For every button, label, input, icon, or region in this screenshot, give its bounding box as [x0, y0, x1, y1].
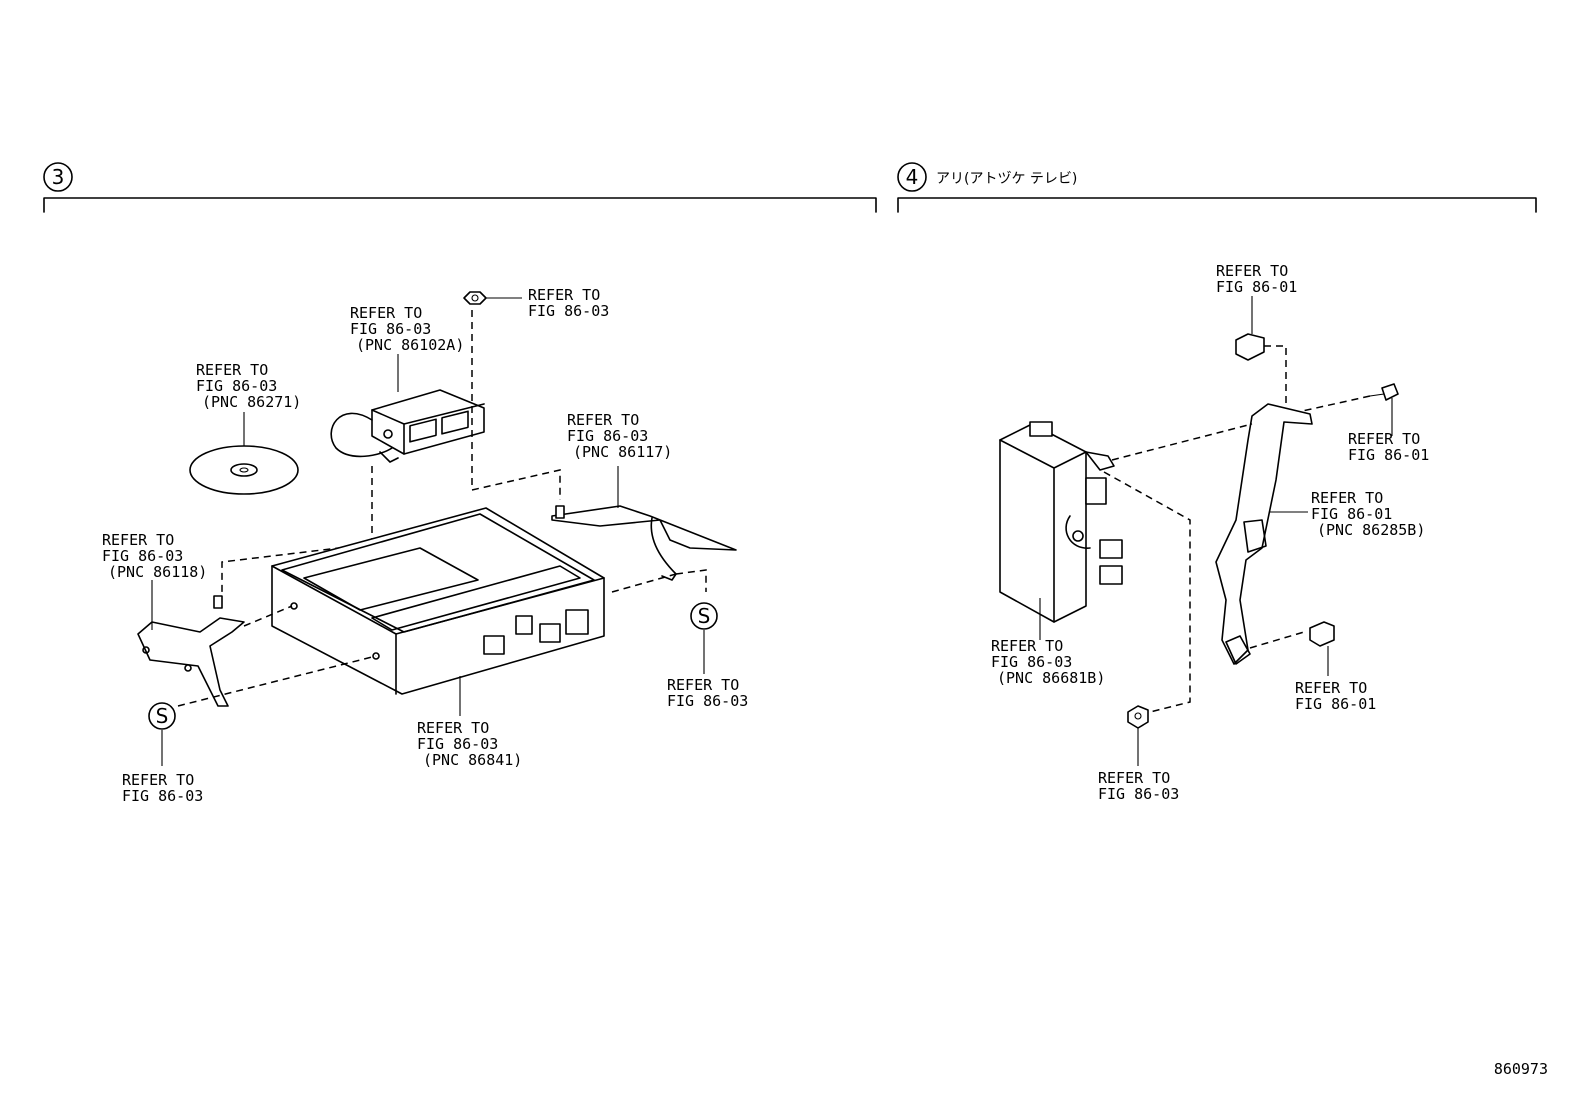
label-line: REFER TO	[102, 531, 174, 549]
label-line: (PNC 86118)	[108, 563, 207, 581]
r4-bracket	[1215, 403, 1313, 665]
section-3-number: 3	[52, 165, 65, 189]
label-line: REFER TO	[1348, 430, 1420, 448]
s-mark-right-circle	[690, 602, 718, 630]
label-screw-right: REFER TO FIG 86-03	[667, 676, 748, 710]
label-r4-bolt-top: REFER TO FIG 86-01	[1348, 430, 1429, 464]
label-r4-bracket: REFER TO FIG 86-01 (PNC 86285B)	[1311, 489, 1425, 539]
section-4-bracket	[897, 197, 1537, 213]
label-line: REFER TO	[991, 637, 1063, 655]
left-bracket	[137, 580, 377, 707]
right-bracket	[551, 466, 737, 593]
label-line: (PNC 86102A)	[356, 336, 464, 354]
label-line: REFER TO	[1311, 489, 1383, 507]
section-4-title: アリ(アトヅケ テレビ)	[936, 171, 1077, 187]
label-line: FIG 86-03	[567, 427, 648, 445]
r4-top-nut	[1235, 296, 1287, 406]
label-line: FIG 86-01	[1311, 505, 1392, 523]
label-line: REFER TO	[1098, 769, 1170, 787]
label-line: (PNC 86271)	[202, 393, 301, 411]
section-3-circle	[43, 162, 73, 192]
label-bracket-right: REFER TO FIG 86-03 (PNC 86117)	[567, 411, 672, 461]
label-line: FIG 86-03	[122, 787, 203, 805]
figure-number: 860973	[1494, 1060, 1548, 1078]
label-line: FIG 86-03	[667, 692, 748, 710]
s-mark-left-circle	[148, 702, 176, 730]
label-line: FIG 86-01	[1295, 695, 1376, 713]
label-line: REFER TO	[1216, 262, 1288, 280]
label-screw-left: REFER TO FIG 86-03	[122, 771, 203, 805]
player-unit	[271, 507, 605, 716]
r4-bottom-bolt	[1309, 621, 1335, 676]
label-line: REFER TO	[567, 411, 639, 429]
label-line: REFER TO	[667, 676, 739, 694]
s-mark-right: S	[690, 602, 718, 674]
label-disc: REFER TO FIG 86-03 (PNC 86271)	[196, 361, 301, 411]
label-r4-nut-bottom: REFER TO FIG 86-03	[1098, 769, 1179, 803]
label-line: REFER TO	[1295, 679, 1367, 697]
section-3-header: 3	[43, 162, 877, 213]
label-player: REFER TO FIG 86-03 (PNC 86841)	[417, 719, 522, 769]
label-line: REFER TO	[350, 304, 422, 322]
label-line: FIG 86-03	[991, 653, 1072, 671]
label-line: REFER TO	[417, 719, 489, 737]
receiver-module	[221, 354, 485, 592]
label-bracket-left: REFER TO FIG 86-03 (PNC 86118)	[102, 531, 207, 581]
label-line: REFER TO	[196, 361, 268, 379]
label-line: (PNC 86285B)	[1317, 521, 1425, 539]
label-line: (PNC 86117)	[573, 443, 672, 461]
label-line: FIG 86-01	[1348, 446, 1429, 464]
disc-part	[189, 412, 299, 495]
label-line: FIG 86-03	[102, 547, 183, 565]
label-line: REFER TO	[528, 286, 600, 304]
label-line: FIG 86-03	[1098, 785, 1179, 803]
label-line: FIG 86-03	[528, 302, 609, 320]
tv-unit	[999, 421, 1253, 713]
label-receiver: REFER TO FIG 86-03 (PNC 86102A)	[350, 304, 464, 354]
label-line: FIG 86-03	[196, 377, 277, 395]
label-r4-bolt-bottom: REFER TO FIG 86-01	[1295, 679, 1376, 713]
r4-top-bolt	[1297, 383, 1399, 436]
label-line: FIG 86-03	[350, 320, 431, 338]
s-mark-right-text: S	[698, 604, 711, 628]
label-line: FIG 86-03	[417, 735, 498, 753]
label-line: FIG 86-01	[1216, 278, 1297, 296]
section-4-header: 4 アリ(アトヅケ テレビ)	[897, 162, 1537, 213]
label-tv-unit: REFER TO FIG 86-03 (PNC 86681B)	[991, 637, 1105, 687]
label-line: (PNC 86841)	[423, 751, 522, 769]
top-nut	[463, 291, 561, 500]
s-mark-left: S	[148, 702, 176, 766]
label-line: (PNC 86681B)	[997, 669, 1105, 687]
label-r4-nut-top: REFER TO FIG 86-01	[1216, 262, 1297, 296]
section-3-bracket	[43, 197, 877, 213]
r4-bottom-nut	[1127, 705, 1149, 766]
section-4-number: 4	[906, 165, 919, 189]
label-line: REFER TO	[122, 771, 194, 789]
s-mark-left-text: S	[156, 704, 169, 728]
label-nut-top: REFER TO FIG 86-03	[528, 286, 609, 320]
section-4-circle	[897, 162, 927, 192]
